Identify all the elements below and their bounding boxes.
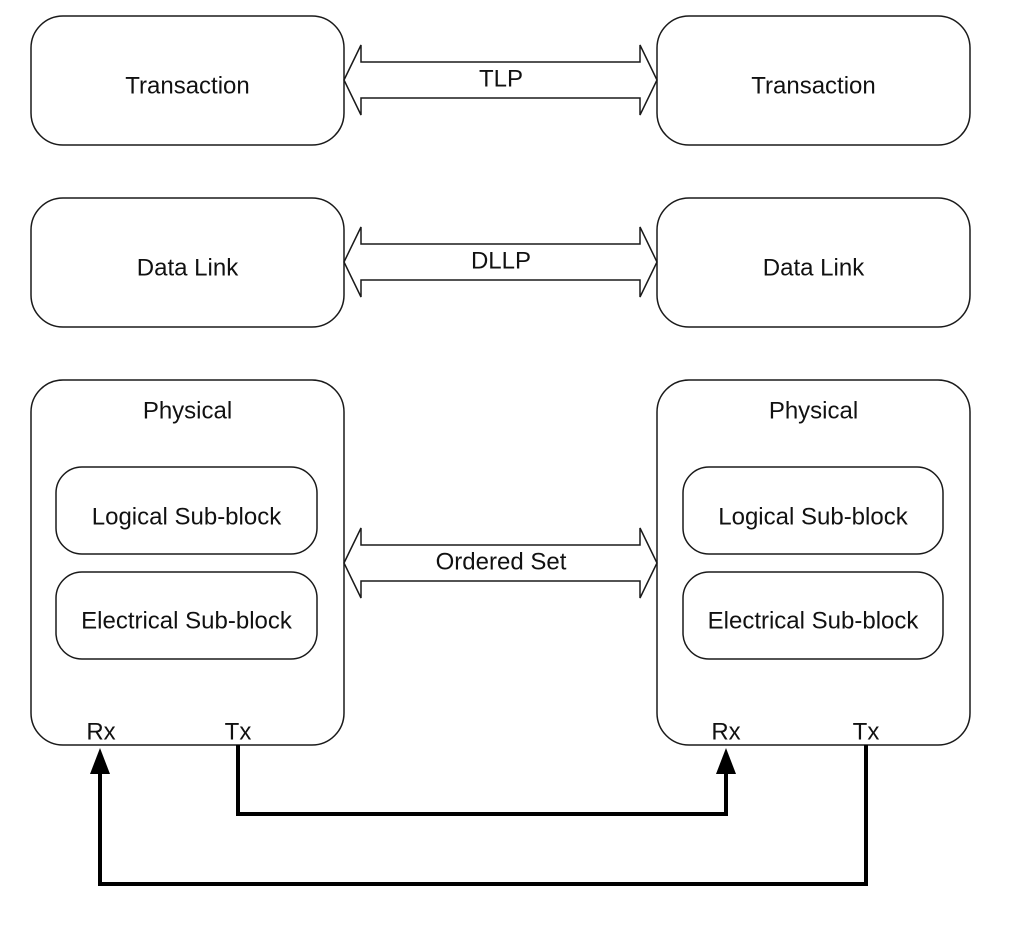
right-device-stack: Transaction Data Link Physical Logical S… bbox=[656, 15, 971, 746]
left-logical-sub-block-box bbox=[55, 466, 318, 555]
left-tx-to-right-rx-wire bbox=[236, 745, 736, 816]
right-tx-to-left-rx-wire bbox=[90, 745, 868, 886]
left-physical-layer-box bbox=[30, 379, 345, 746]
dllp-link: DLLP bbox=[343, 226, 658, 298]
tlp-link: TLP bbox=[343, 44, 658, 116]
left-rx-arrowhead bbox=[90, 748, 110, 774]
right-logical-sub-block-box bbox=[682, 466, 944, 555]
left-tx-to-right-rx-line bbox=[236, 745, 728, 816]
right-rx-label: Rx bbox=[711, 718, 740, 745]
right-electrical-sub-block-label: Electrical Sub-block bbox=[708, 607, 920, 634]
right-physical-title: Physical bbox=[769, 397, 858, 424]
left-data-link-label: Data Link bbox=[137, 254, 239, 281]
ordered-set-label: Ordered Set bbox=[436, 548, 567, 575]
dllp-label: DLLP bbox=[471, 247, 531, 274]
tlp-label: TLP bbox=[479, 65, 523, 92]
right-electrical-sub-block-box bbox=[682, 571, 944, 660]
right-tx-to-left-rx-line bbox=[98, 745, 868, 886]
left-electrical-sub-block-box bbox=[55, 571, 318, 660]
left-transaction-label: Transaction bbox=[125, 72, 250, 99]
ordered-set-link: Ordered Set bbox=[343, 527, 658, 599]
left-rx-label: Rx bbox=[86, 718, 115, 745]
left-device-stack: Transaction Data Link Physical Logical S… bbox=[30, 15, 345, 746]
right-physical-layer-box bbox=[656, 379, 971, 746]
right-tx-label: Tx bbox=[853, 718, 880, 745]
left-logical-sub-block-label: Logical Sub-block bbox=[92, 503, 282, 530]
left-electrical-sub-block-label: Electrical Sub-block bbox=[81, 607, 293, 634]
ordered-set-double-arrow bbox=[343, 527, 658, 599]
left-physical-title: Physical bbox=[143, 397, 232, 424]
left-tx-label: Tx bbox=[225, 718, 252, 745]
tlp-double-arrow bbox=[343, 44, 658, 116]
dllp-double-arrow bbox=[343, 226, 658, 298]
right-rx-arrowhead bbox=[716, 748, 736, 774]
right-data-link-label: Data Link bbox=[763, 254, 865, 281]
right-logical-sub-block-label: Logical Sub-block bbox=[718, 503, 908, 530]
right-transaction-label: Transaction bbox=[751, 72, 876, 99]
